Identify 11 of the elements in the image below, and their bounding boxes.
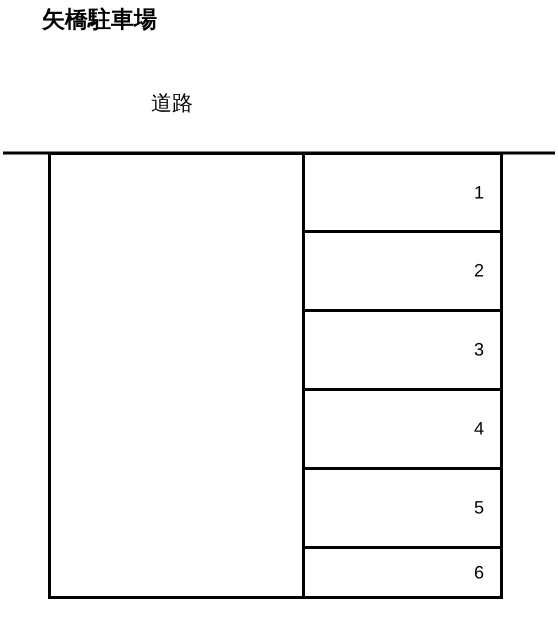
parking-area <box>48 152 305 599</box>
parking-space <box>302 152 503 233</box>
space-number: 1 <box>474 182 484 203</box>
space-number: 6 <box>474 562 484 583</box>
space-number: 3 <box>474 340 484 360</box>
road-label: 道路 <box>151 90 193 117</box>
space-number: 2 <box>474 260 484 282</box>
space-number: 4 <box>474 418 484 440</box>
space-number: 5 <box>474 498 484 518</box>
title: 矢橋駐車場 <box>42 6 157 35</box>
parking-space <box>302 546 503 599</box>
